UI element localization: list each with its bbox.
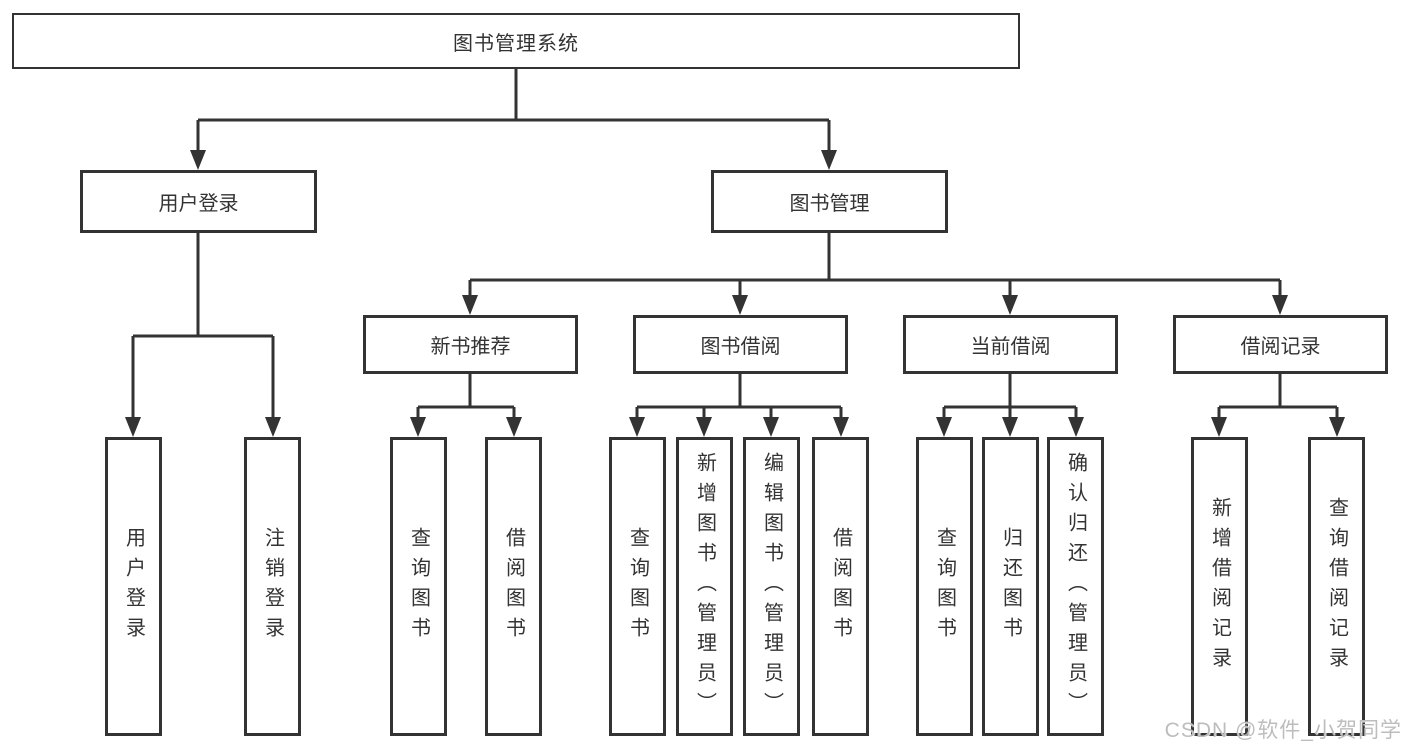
connector-book-borrow-to-leaves	[629, 374, 849, 437]
arrowhead-icon	[125, 417, 141, 437]
connector-root-to-level1	[190, 69, 837, 170]
arrowhead-icon	[462, 295, 478, 315]
connector-path	[1217, 374, 1339, 419]
connector-path	[131, 233, 275, 419]
leaf-borrowing-add-books-admin: 新增图书（管理员）	[676, 437, 733, 736]
arrowhead-icon	[1002, 295, 1018, 315]
leaf-records-add-borrow-record: 新增借阅记录	[1191, 437, 1248, 736]
csdn-watermark: CSDN @软件_小贺同学	[1164, 719, 1402, 742]
arrowhead-icon	[190, 150, 206, 170]
node-new-book-recommend: 新书推荐	[363, 315, 578, 374]
leaf-borrowing-edit-books-admin: 编辑图书（管理员）	[743, 437, 800, 736]
arrowhead-icon	[1002, 417, 1018, 437]
connector-path	[196, 69, 831, 152]
connector-current-borrow-to-leaves	[936, 374, 1084, 437]
arrowhead-icon	[1211, 417, 1227, 437]
connector-path	[416, 374, 516, 419]
connector-new-books-to-leaves	[410, 374, 522, 437]
arrowhead-icon	[629, 417, 645, 437]
leaf-current-query-books: 查询图书	[916, 437, 973, 736]
connector-path	[942, 374, 1078, 419]
node-current-borrowing: 当前借阅	[903, 315, 1118, 374]
leaf-records-query-borrow-record: 查询借阅记录	[1308, 437, 1365, 736]
leaf-logout: 注销登录	[244, 437, 301, 736]
arrowhead-icon	[732, 295, 748, 315]
leaf-current-return-books: 归还图书	[982, 437, 1039, 736]
connector-path	[468, 233, 1282, 297]
node-book-management: 图书管理	[711, 170, 948, 233]
arrowhead-icon	[833, 417, 849, 437]
arrowhead-icon	[506, 417, 522, 437]
leaf-borrowing-borrow-books: 借阅图书	[812, 437, 869, 736]
arrowhead-icon	[410, 417, 426, 437]
leaf-user-login: 用户登录	[105, 437, 162, 736]
arrowhead-icon	[1329, 417, 1345, 437]
node-user-login: 用户登录	[80, 170, 317, 233]
connector-book-mgmt-to-level2	[462, 233, 1288, 315]
leaf-borrowing-query-books: 查询图书	[609, 437, 666, 736]
arrowhead-icon	[1272, 295, 1288, 315]
connector-borrow-records-to-leaves	[1211, 374, 1345, 437]
leaf-newbooks-borrow-books: 借阅图书	[485, 437, 542, 736]
leaf-newbooks-query-books: 查询图书	[390, 437, 447, 736]
node-root-system: 图书管理系统	[12, 13, 1020, 69]
arrowhead-icon	[1068, 417, 1084, 437]
arrowhead-icon	[763, 417, 779, 437]
leaf-current-confirm-return-admin: 确认归还（管理员）	[1047, 437, 1104, 736]
connector-user-login-to-leaves	[125, 233, 281, 437]
connector-path	[635, 374, 843, 419]
arrowhead-icon	[936, 417, 952, 437]
arrowhead-icon	[696, 417, 712, 437]
arrowhead-icon	[821, 150, 837, 170]
arrowhead-icon	[265, 417, 281, 437]
node-borrow-records: 借阅记录	[1173, 315, 1388, 374]
node-book-borrowing: 图书借阅	[633, 315, 848, 374]
